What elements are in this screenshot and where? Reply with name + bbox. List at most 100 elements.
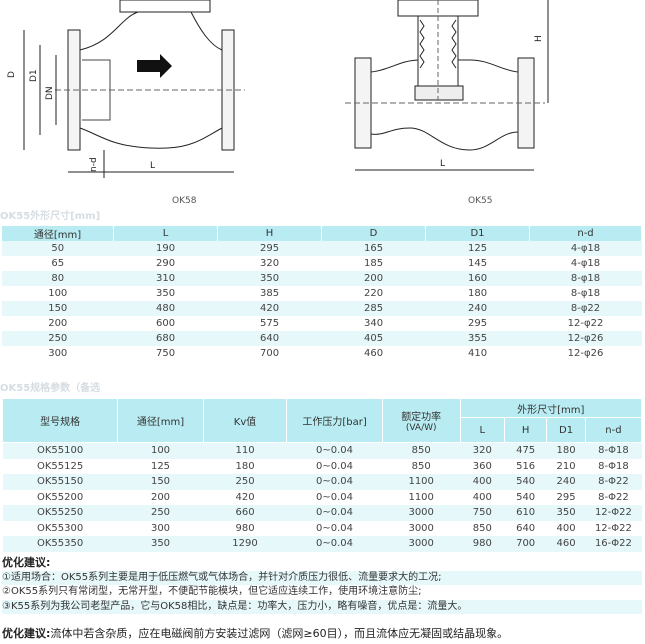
- col-header-sub-L: L: [459, 417, 505, 443]
- spec-cell: OK55300: [2, 520, 118, 536]
- spec-cell: 640: [504, 520, 547, 536]
- spec-cell: 180: [203, 458, 287, 474]
- note-line-3: ③K55系列为我公司老型产品，它与OK58相比，缺点是：功率大，压力小，略有噪音…: [2, 599, 642, 614]
- spec-cell: 1290: [203, 536, 287, 552]
- spec-cell: 240: [546, 474, 586, 490]
- dim-label-DN: DN: [45, 86, 55, 100]
- col-header-nd: n-d: [529, 226, 642, 241]
- dimensions-cell: 4-φ18: [529, 256, 642, 271]
- dimensions-cell: 420: [217, 301, 322, 316]
- dimensions-cell: 8-φ18: [529, 286, 642, 301]
- col-header-sub-D1: D1: [546, 417, 586, 443]
- valve-drawings: D D1 DN n-d L H L OK58 OK55: [0, 0, 645, 212]
- dimensions-cell: 405: [321, 331, 426, 346]
- dimensions-cell: 290: [113, 256, 218, 271]
- dimensions-cell: 150: [2, 301, 114, 316]
- spec-cell: 660: [203, 505, 287, 521]
- dim-label-L-right: L: [440, 159, 445, 169]
- spec-cell: 1100: [382, 489, 461, 505]
- dimensions-cell: 12-φ22: [529, 316, 642, 331]
- spec-cell: 850: [382, 458, 461, 474]
- spec-cell: 100: [117, 442, 204, 459]
- spec-header-row-2: L H D1 n-d: [3, 417, 643, 443]
- spec-cell: 400: [460, 474, 505, 490]
- dimensions-cell: 185: [321, 256, 426, 271]
- dimensions-cell: 410: [425, 346, 530, 361]
- dimensions-cell: 8-φ18: [529, 271, 642, 286]
- dimensions-cell: 160: [425, 271, 530, 286]
- dimensions-cell: 575: [217, 316, 322, 331]
- notes-heading: 优化建议:: [2, 556, 51, 569]
- col-header-dn: 通径[mm]: [2, 226, 115, 241]
- dimensions-cell: 600: [113, 316, 218, 331]
- dimensions-cell: 640: [217, 331, 322, 346]
- spec-cell: 0~0.04: [286, 505, 383, 521]
- dimensions-cell: 385: [217, 286, 322, 301]
- spec-cell: 850: [382, 442, 461, 459]
- dimensions-header-row: 通径[mm] L H D D1 n-d: [2, 226, 642, 241]
- spec-cell: 540: [504, 474, 547, 490]
- spec-cell: 3000: [382, 505, 461, 521]
- drawing-ok55: [345, 0, 549, 171]
- dimensions-cell: 4-φ18: [529, 241, 642, 256]
- dimensions-cell: 250: [2, 331, 114, 346]
- spec-cell: 150: [117, 474, 204, 490]
- dimensions-cell: 295: [425, 316, 530, 331]
- caption-ok58: OK58: [172, 196, 197, 206]
- col-header-model: 型号规格: [1, 398, 119, 443]
- col-header-dn2: 通径[mm]: [117, 398, 204, 443]
- dimensions-cell: 12-φ26: [529, 346, 642, 361]
- spec-cell: 3000: [382, 536, 461, 552]
- valve-drawings-svg: D D1 DN n-d L H L: [7, 0, 549, 178]
- spec-cell: 8-Φ22: [585, 489, 642, 505]
- dimensions-cell: 750: [113, 346, 218, 361]
- dim-label-nd: n-d: [89, 157, 99, 172]
- dimensions-cell: 180: [425, 286, 530, 301]
- spec-cell: 850: [460, 520, 505, 536]
- caption-ok55: OK55: [468, 196, 493, 206]
- dimensions-cell: 100: [2, 286, 114, 301]
- spec-cell: 180: [546, 442, 586, 459]
- spec-cell: 980: [460, 536, 505, 552]
- dim-label-L-left: L: [150, 161, 155, 171]
- optimization-notes: 优化建议: ①适用场合：OK55系列主要是用于低压燃气或气体场合，并针对介质压力…: [2, 556, 642, 614]
- spec-cell: 210: [546, 458, 586, 474]
- dimensions-cell: 680: [113, 331, 218, 346]
- spec-cell: 0~0.04: [286, 536, 383, 552]
- dimensions-cell: 460: [321, 346, 426, 361]
- dimensions-cell: 220: [321, 286, 426, 301]
- col-header-kv: Kv值: [202, 398, 288, 443]
- spec-cell: 475: [504, 442, 547, 459]
- dimensions-cell: 65: [2, 256, 114, 271]
- spec-cell: 110: [203, 442, 287, 459]
- dimensions-cell: 240: [425, 301, 530, 316]
- spec-cell: 8-Φ22: [585, 474, 642, 490]
- spec-cell: OK55100: [2, 442, 118, 459]
- dimensions-cell: 340: [321, 316, 426, 331]
- dimensions-cell: 200: [321, 271, 426, 286]
- dimensions-cell: 300: [2, 346, 114, 361]
- dimensions-cell: 8-φ22: [529, 301, 642, 316]
- footer-note: 优化建议:流体中若含杂质，应在电磁阀前方安装过滤网（滤网≥60目），而且流体应无…: [2, 625, 508, 641]
- spec-cell: 12-Φ22: [585, 505, 642, 521]
- dimensions-cell: 190: [113, 241, 218, 256]
- spec-cell: OK55125: [2, 458, 118, 474]
- spec-cell: 0~0.04: [286, 489, 383, 505]
- spec-cell: 700: [504, 536, 547, 552]
- spec-cell: OK55250: [2, 505, 118, 521]
- dimensions-cell: 310: [113, 271, 218, 286]
- footer-text: 流体中若含杂质，应在电磁阀前方安装过滤网（滤网≥60目），而且流体应无凝固或结晶…: [50, 627, 509, 640]
- col-header-D1: D1: [425, 226, 531, 241]
- spec-cell: 320: [460, 442, 505, 459]
- dimensions-cell: 165: [321, 241, 426, 256]
